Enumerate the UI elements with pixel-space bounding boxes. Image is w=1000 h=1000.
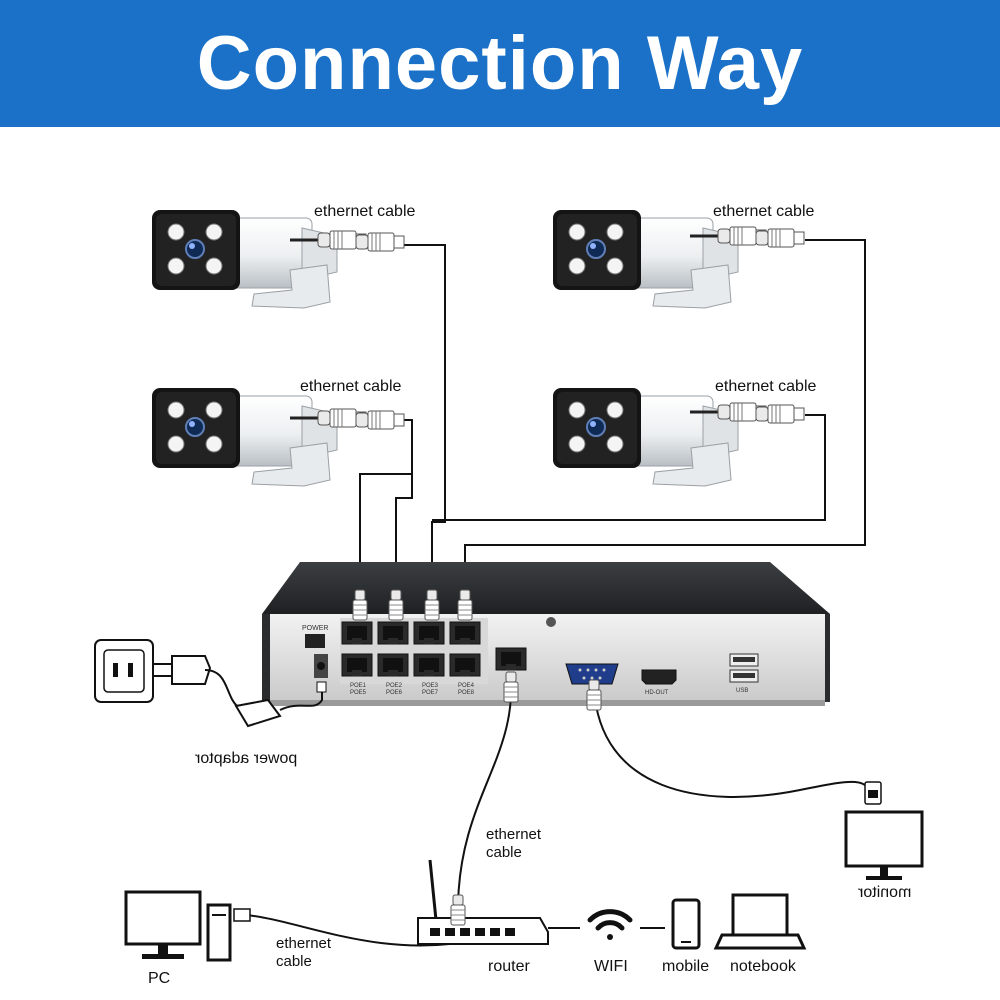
poe-label: POE2 xyxy=(386,683,403,689)
hdout-label: HD-OUT xyxy=(645,690,669,696)
uplink-port xyxy=(495,647,527,671)
power-adaptor-text: power adaptor xyxy=(195,750,298,767)
rj45-plug-icon xyxy=(586,679,602,711)
poe-port-7 xyxy=(413,653,445,677)
poe-port-2 xyxy=(377,621,409,645)
poe-label: POE4 xyxy=(458,683,475,689)
notebook-label: notebook xyxy=(730,958,796,975)
title-banner: Connection Way xyxy=(0,0,1000,127)
pc-cable-label: ethernet cable xyxy=(276,935,332,970)
power-plug-icon xyxy=(171,655,212,685)
poe-label: POE7 xyxy=(422,690,439,696)
power-supply xyxy=(94,639,327,728)
monitor-text: monitor xyxy=(858,884,912,901)
rj45-plug-icon xyxy=(355,232,405,252)
poe-port-6 xyxy=(377,653,409,677)
camera-plugs xyxy=(290,226,805,430)
poe-label: POE3 xyxy=(422,683,439,689)
camera-mid-left xyxy=(151,387,338,487)
notebook-icon xyxy=(713,893,807,950)
poe-port-4 xyxy=(449,621,481,645)
rj45-plug-icon xyxy=(355,410,405,430)
cable-label-camera-4: ethernet cable xyxy=(715,378,817,395)
poe-port-5 xyxy=(341,653,373,677)
power-switch xyxy=(305,634,325,648)
pc-icon xyxy=(124,890,251,962)
rj45-plug-icon xyxy=(457,589,473,621)
pc-label: PC xyxy=(148,970,171,987)
adaptor-icon xyxy=(234,698,282,728)
cable-label-camera-2: ethernet cable xyxy=(300,378,402,395)
page-title: Connection Way xyxy=(196,21,804,106)
rj45-plug-icon xyxy=(755,228,805,248)
router-label: router xyxy=(488,958,530,975)
camera-cables xyxy=(359,239,866,590)
cable-label-camera-1: ethernet cable xyxy=(314,203,416,220)
cable-label-camera-3: ethernet cable xyxy=(713,203,815,220)
monitor-label: monitor xyxy=(858,884,911,902)
camera-icon xyxy=(552,209,739,309)
camera-top-right xyxy=(552,209,739,309)
monitor-icon xyxy=(844,781,924,880)
rj45-plug-icon xyxy=(388,589,404,621)
rj45-plug-icon xyxy=(450,894,466,926)
poe-port-8 xyxy=(449,653,481,677)
poe-label: POE8 xyxy=(458,690,475,696)
power-adaptor-label: power adaptor xyxy=(195,750,297,768)
mobile-icon xyxy=(671,898,701,950)
camera-icon xyxy=(151,209,338,309)
nvr-recorder: POWER POE1 POE2 POE3 POE4 POE5 POE6 POE7… xyxy=(262,562,830,706)
wifi-label: WIFI xyxy=(594,958,628,975)
poe-label: POE1 xyxy=(350,683,367,689)
usb-label: USB xyxy=(736,688,748,694)
rj45-plug-icon xyxy=(503,671,519,703)
router-cable-label: ethernet cable xyxy=(486,826,542,861)
rj45-plug-icon xyxy=(352,589,368,621)
poe-label: POE5 xyxy=(350,690,367,696)
router-icon xyxy=(417,859,549,945)
wifi-icon xyxy=(587,909,633,940)
poe-label: POE6 xyxy=(386,690,403,696)
mobile-label: mobile xyxy=(662,958,710,975)
rj45-plug-icon xyxy=(755,404,805,424)
poe-port-1 xyxy=(341,621,373,645)
camera-mid-right xyxy=(552,387,739,487)
rj45-plug-icon xyxy=(424,589,440,621)
poe-port-3 xyxy=(413,621,445,645)
camera-icon xyxy=(552,387,739,487)
power-switch-label: POWER xyxy=(302,625,328,632)
camera-icon xyxy=(151,387,338,487)
hdmi-port xyxy=(641,669,677,685)
camera-top-left xyxy=(151,209,338,309)
